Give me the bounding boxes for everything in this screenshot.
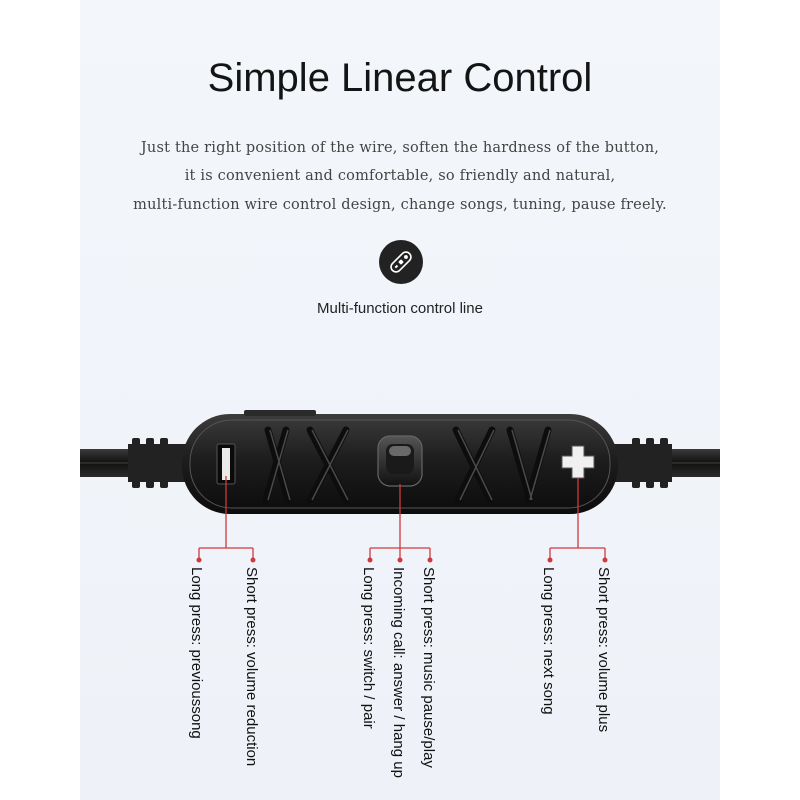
label-center-call: Incoming call: answer / hang up bbox=[390, 567, 407, 778]
remote-control-icon bbox=[379, 240, 423, 284]
badge-caption: Multi-function control line bbox=[317, 300, 483, 317]
description-line-3: multi-function wire control design, chan… bbox=[133, 197, 667, 213]
strain-relief-left bbox=[128, 438, 186, 488]
strain-relief-right bbox=[614, 438, 672, 488]
label-center-short: Short press: music pause/play bbox=[420, 567, 437, 768]
label-minus-long: Long press: previoussong bbox=[188, 567, 205, 739]
page-title: Simple Linear Control bbox=[207, 56, 593, 100]
callout-dots bbox=[196, 557, 608, 563]
remote-control-icon-graphic bbox=[390, 251, 412, 273]
description-line-2: it is convenient and comfortable, so fri… bbox=[184, 168, 616, 184]
description-line-1: Just the right position of the wire, sof… bbox=[140, 140, 660, 156]
plus-button[interactable] bbox=[561, 445, 595, 479]
background-panel bbox=[80, 0, 720, 800]
play-pause-button[interactable] bbox=[377, 435, 423, 487]
label-plus-long: Long press: next song bbox=[540, 567, 557, 715]
label-center-long: Long press: switch / pair bbox=[360, 567, 377, 729]
grip-ridges-left-highlight bbox=[267, 429, 349, 501]
label-plus-short: Short press: volume plus bbox=[595, 567, 612, 733]
label-minus-short: Short press: volume reduction bbox=[243, 567, 260, 767]
grip-ridges-right-highlight bbox=[457, 429, 551, 501]
